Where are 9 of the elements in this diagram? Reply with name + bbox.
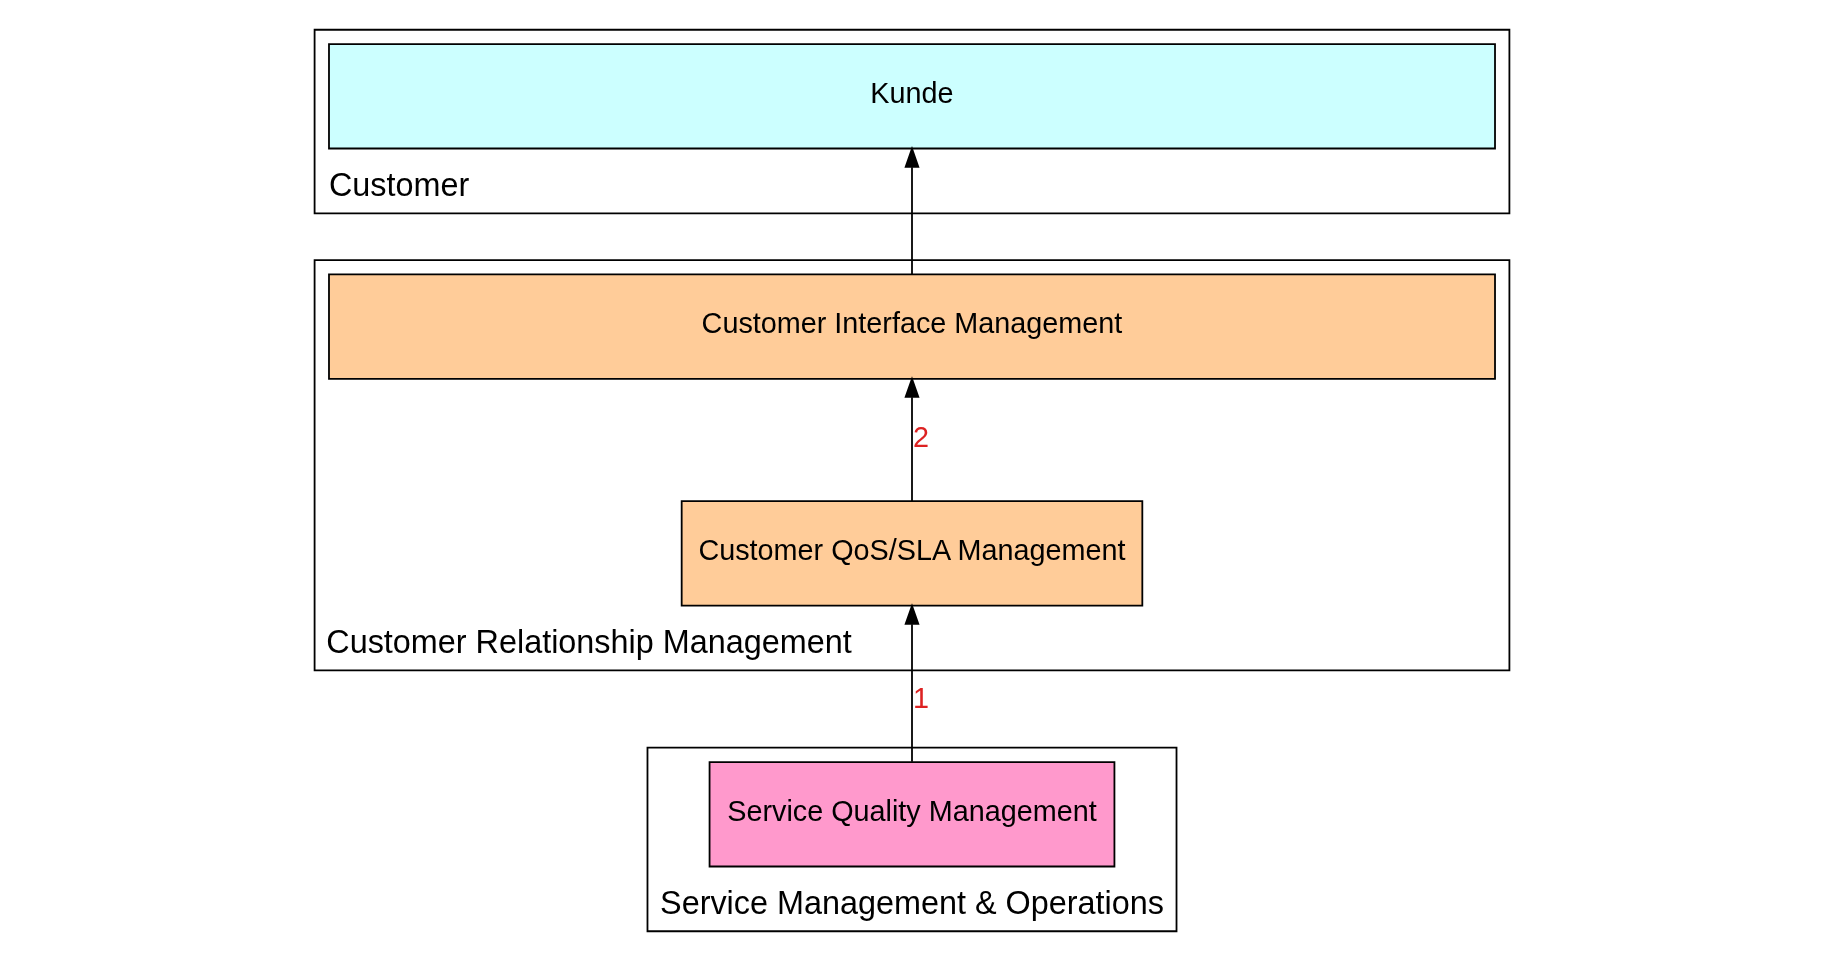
node-box: Service Quality Management bbox=[708, 761, 1116, 868]
arrow bbox=[904, 376, 920, 502]
edge-label: 2 bbox=[912, 420, 929, 453]
node-box: Kunde bbox=[328, 43, 1496, 150]
node-box: Customer QoS/SLA Management bbox=[680, 500, 1144, 607]
arrow bbox=[904, 603, 920, 763]
node-box: Customer Interface Management bbox=[328, 273, 1496, 380]
edge-label: 1 bbox=[912, 681, 929, 714]
arrow bbox=[904, 146, 920, 275]
